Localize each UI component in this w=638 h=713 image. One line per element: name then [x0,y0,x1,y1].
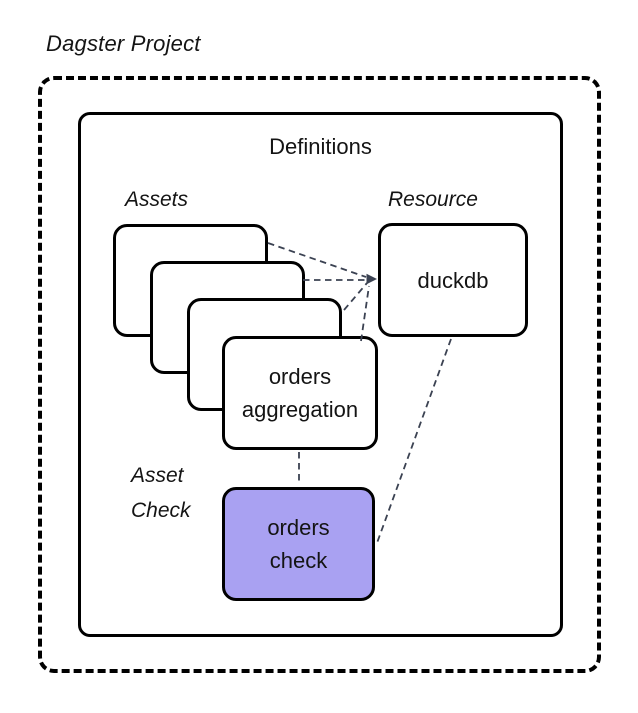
definitions-label: Definitions [269,134,372,159]
duckdb-label: duckdb [417,267,489,293]
dagster-project-boundary [38,76,601,673]
orders-check-node: orders check [222,487,375,601]
asset-check-group-label: Asset Check [131,464,191,522]
orders-aggregation-label: orders aggregation [241,364,359,422]
assets-group-label: Assets [125,188,189,211]
orders-aggregation-node: orders aggregation [222,336,378,450]
diagram-title: Dagster Project [46,31,201,56]
duckdb-node: duckdb [378,223,528,337]
resource-group-label: Resource [388,188,478,211]
orders-check-label: orders check [267,515,330,573]
